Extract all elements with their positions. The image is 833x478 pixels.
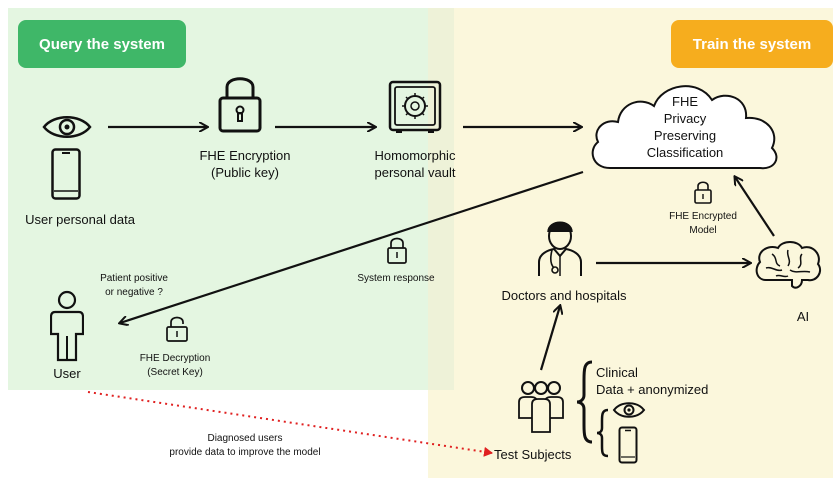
encrypted-model-lock-icon: [694, 181, 712, 204]
system-response-lock-icon: [387, 237, 407, 264]
encrypted-model-label-line1: FHE Encrypted: [669, 211, 737, 222]
query-system-badge: Query the system: [18, 20, 186, 68]
lock-icon: [218, 77, 262, 133]
brain-icon: [755, 241, 822, 289]
user-person-icon: [50, 290, 84, 362]
user-personal-data-label: User personal data: [25, 212, 135, 227]
small-smartphone-icon: [618, 426, 638, 464]
arrow-subjects-to-doctors: [539, 306, 560, 371]
cloud-label-line1: FHE: [672, 94, 698, 109]
cloud-label-line4: Classification: [646, 145, 724, 160]
patient-result-label-line2: or negative ?: [105, 287, 163, 298]
group-people-icon: [518, 381, 564, 433]
smartphone-icon: [51, 148, 81, 200]
user-label: User: [53, 366, 81, 381]
brace-devices: [596, 408, 609, 458]
arrow-user-to-subjects-dotted: [87, 391, 493, 457]
cloud-label-line3: Preserving: [653, 128, 717, 143]
arrow-ai-to-cloud: [735, 177, 775, 237]
panel-overlap: [428, 8, 454, 390]
diagnosed-users-label-line2: provide data to improve the model: [169, 447, 321, 458]
doctors-label: Doctors and hospitals: [501, 288, 627, 303]
clinical-label-line1: Clinical: [596, 365, 638, 380]
decryption-unlock-icon: [166, 316, 188, 342]
decryption-label-line1: FHE Decryption: [139, 353, 211, 364]
fhe-encryption-label-line1: FHE Encryption: [199, 148, 291, 163]
clinical-label-line2: Data + anonymized: [596, 382, 709, 397]
vault-label-line1: Homomorphic: [374, 148, 456, 163]
arrow-cloud-to-user: [120, 170, 584, 323]
cloud-icon: [591, 85, 778, 170]
vault-safe-icon: [388, 80, 442, 133]
patient-result-label-line1: Patient positive: [100, 273, 168, 284]
system-response-label: System response: [357, 273, 435, 284]
ai-label: AI: [796, 309, 810, 324]
decryption-label-line2: (Secret Key): [147, 367, 203, 378]
train-panel-background: [428, 8, 833, 478]
eye-icon: [42, 116, 92, 138]
test-subjects-label: Test Subjects: [494, 447, 572, 462]
small-eye-icon: [612, 402, 646, 418]
brace-clinical: [576, 360, 593, 444]
cloud-label-line2: Privacy: [663, 111, 707, 126]
doctor-icon: [538, 221, 582, 276]
fhe-encryption-label-line2: (Public key): [211, 165, 279, 180]
encrypted-model-label-line2: Model: [689, 225, 717, 236]
train-system-badge: Train the system: [671, 20, 833, 68]
diagnosed-users-label-line1: Diagnosed users: [207, 433, 283, 444]
vault-label-line2: personal vault: [374, 165, 456, 180]
